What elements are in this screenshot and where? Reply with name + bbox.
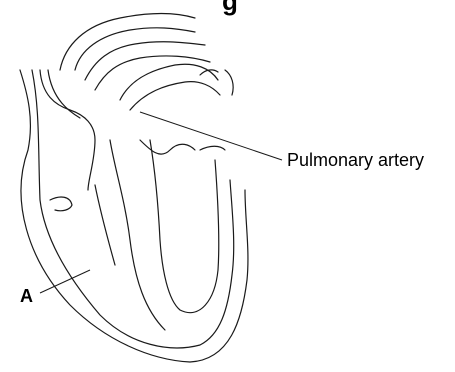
chamber-a-leader [40, 270, 90, 293]
pulmonary-artery-label: Pulmonary artery [287, 150, 424, 170]
pulmonary-artery-leader [140, 112, 282, 160]
chamber-a-label: A [20, 286, 33, 306]
